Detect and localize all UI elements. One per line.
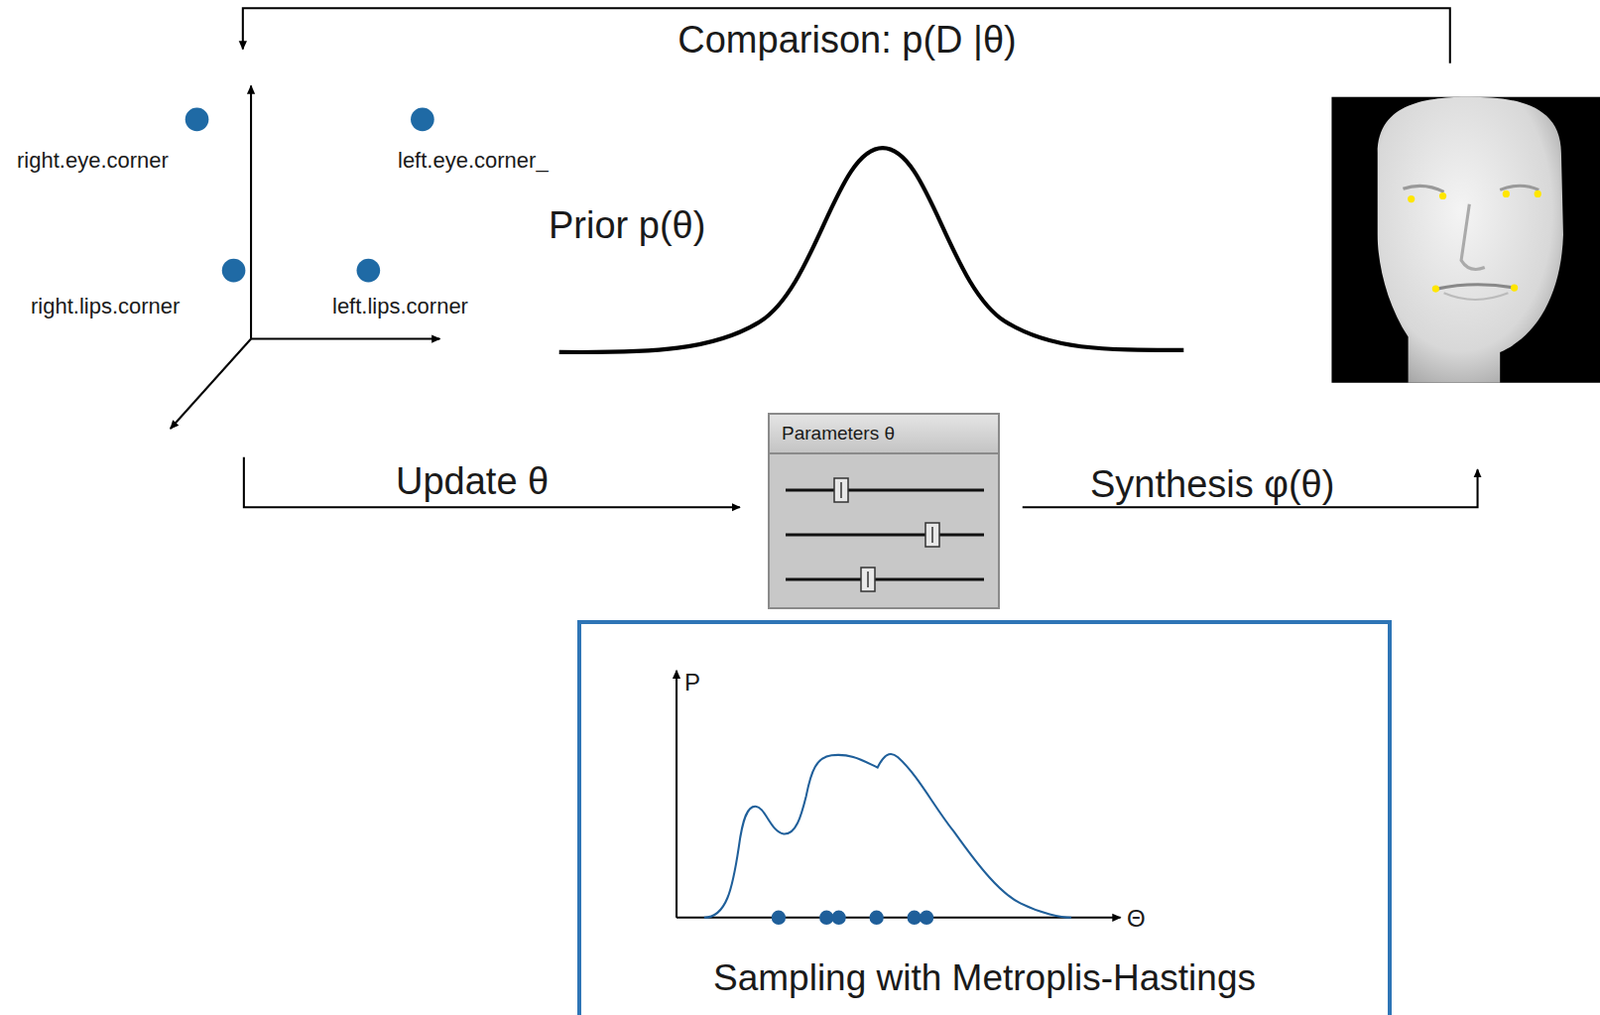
update-arrow <box>244 457 740 507</box>
plot-axes <box>676 670 1120 918</box>
sampling-box: Sampling with Metroplis-Hastings <box>577 619 1392 1015</box>
parameter-panel: Parameters θ <box>767 412 1000 610</box>
landmark-label: right.eye.corner <box>16 147 169 173</box>
axes-3d <box>170 85 441 429</box>
face-render <box>1331 97 1600 383</box>
landmark-label: left.lips.corner <box>332 293 469 319</box>
edge-label: Update θ <box>395 460 549 504</box>
panel-title: Parameters θ <box>769 414 998 455</box>
posterior-curve <box>704 753 1072 918</box>
landmark-dots <box>185 108 435 283</box>
sample-dots <box>771 910 935 925</box>
axis-label: P <box>684 668 701 697</box>
curve-label: Prior p(θ) <box>548 204 706 248</box>
feedback-line <box>243 7 1451 64</box>
landmark-label: left.eye.corner_ <box>397 147 549 173</box>
prior-curve <box>559 147 1185 353</box>
box-caption: Sampling with Metroplis-Hastings <box>713 957 1256 999</box>
landmark-label: right.lips.corner <box>30 293 180 319</box>
edge-label: Synthesis φ(θ) <box>1090 463 1335 507</box>
axis-label: Θ <box>1126 904 1146 933</box>
edge-label: Comparison: p(D |θ) <box>677 18 1016 63</box>
